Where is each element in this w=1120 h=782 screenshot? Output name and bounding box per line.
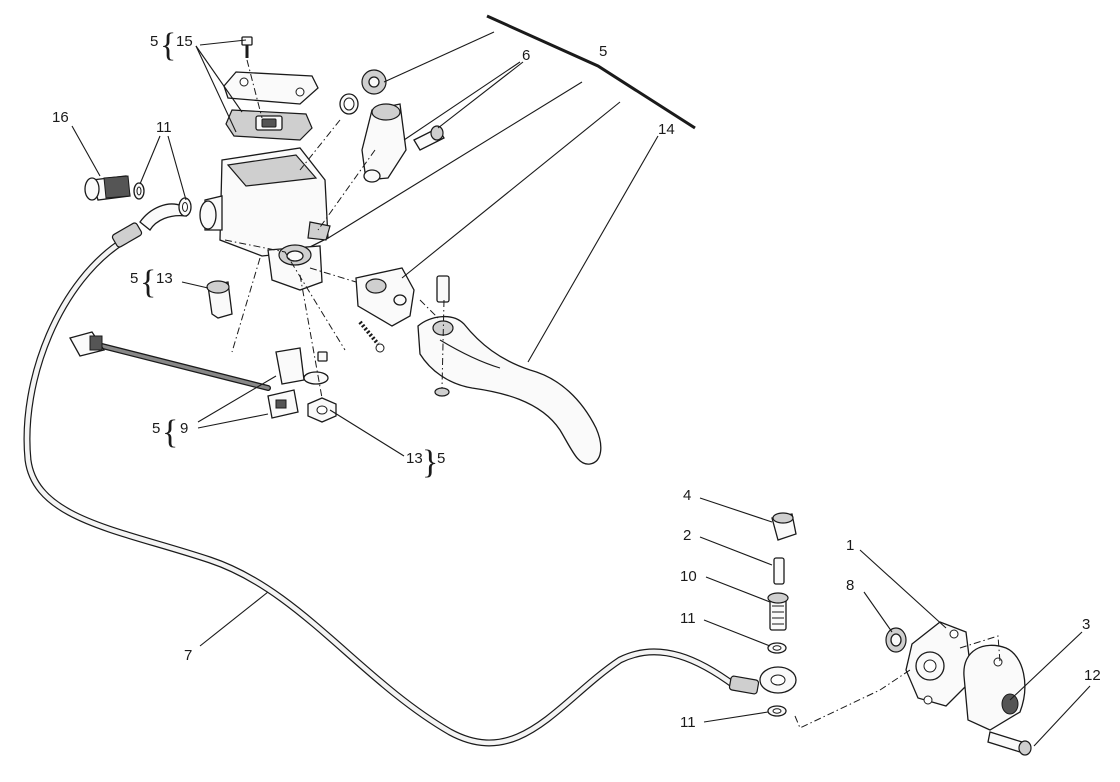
callout-13-bolt: 13 [156,270,173,287]
callout-15: 15 [176,33,193,50]
callout-3: 3 [1082,616,1090,633]
callout-11-mid: 11 [680,610,696,627]
clutch-hose [23,203,797,747]
clutch-lever-14 [417,316,602,465]
slave-cylinder [767,512,1032,756]
callout-16: 16 [52,109,69,126]
handlebar-clamp-6 [339,69,445,183]
callout-8: 8 [846,577,854,594]
brace-reservoir: { [160,27,176,64]
callout-5-top: 5 [599,43,607,60]
pivot-bolt-13 [206,280,337,423]
callout-14: 14 [658,121,675,138]
callout-2: 2 [683,527,691,544]
callout-5-switch: 5 [152,420,160,437]
alignment-lines [224,59,1001,729]
callout-12: 12 [1084,667,1101,684]
banjo-bolt-top [84,175,192,217]
callout-5-reservoir: 5 [150,33,158,50]
callout-5-nut: 5 [437,450,445,467]
callout-6: 6 [522,47,530,64]
callout-5-bolt13: 5 [130,270,138,287]
callout-labels: 5 { 15 16 11 5 6 14 5 { 13 5 { 9 13 } 5 … [52,27,1101,731]
callout-7: 7 [184,647,192,664]
callout-13-nut: 13 [406,450,423,467]
master-cylinder-body [199,147,331,291]
switch-cable [69,331,271,391]
brace-bolt13: { [140,264,156,301]
callout-11-bottom: 11 [680,714,696,731]
callout-9: 9 [180,420,188,437]
callout-1: 1 [846,537,854,554]
brace-switch: { [162,414,178,451]
callout-11-top: 11 [156,119,172,136]
leader-lines [71,31,1091,747]
brace-nut: } [422,444,438,481]
lever-adjuster [355,267,450,353]
callout-10: 10 [680,568,697,585]
group-bracket-5 [486,14,696,130]
reservoir-cover-parts [223,36,319,141]
clutch-switch-9 [267,347,329,419]
callout-4: 4 [683,487,691,504]
